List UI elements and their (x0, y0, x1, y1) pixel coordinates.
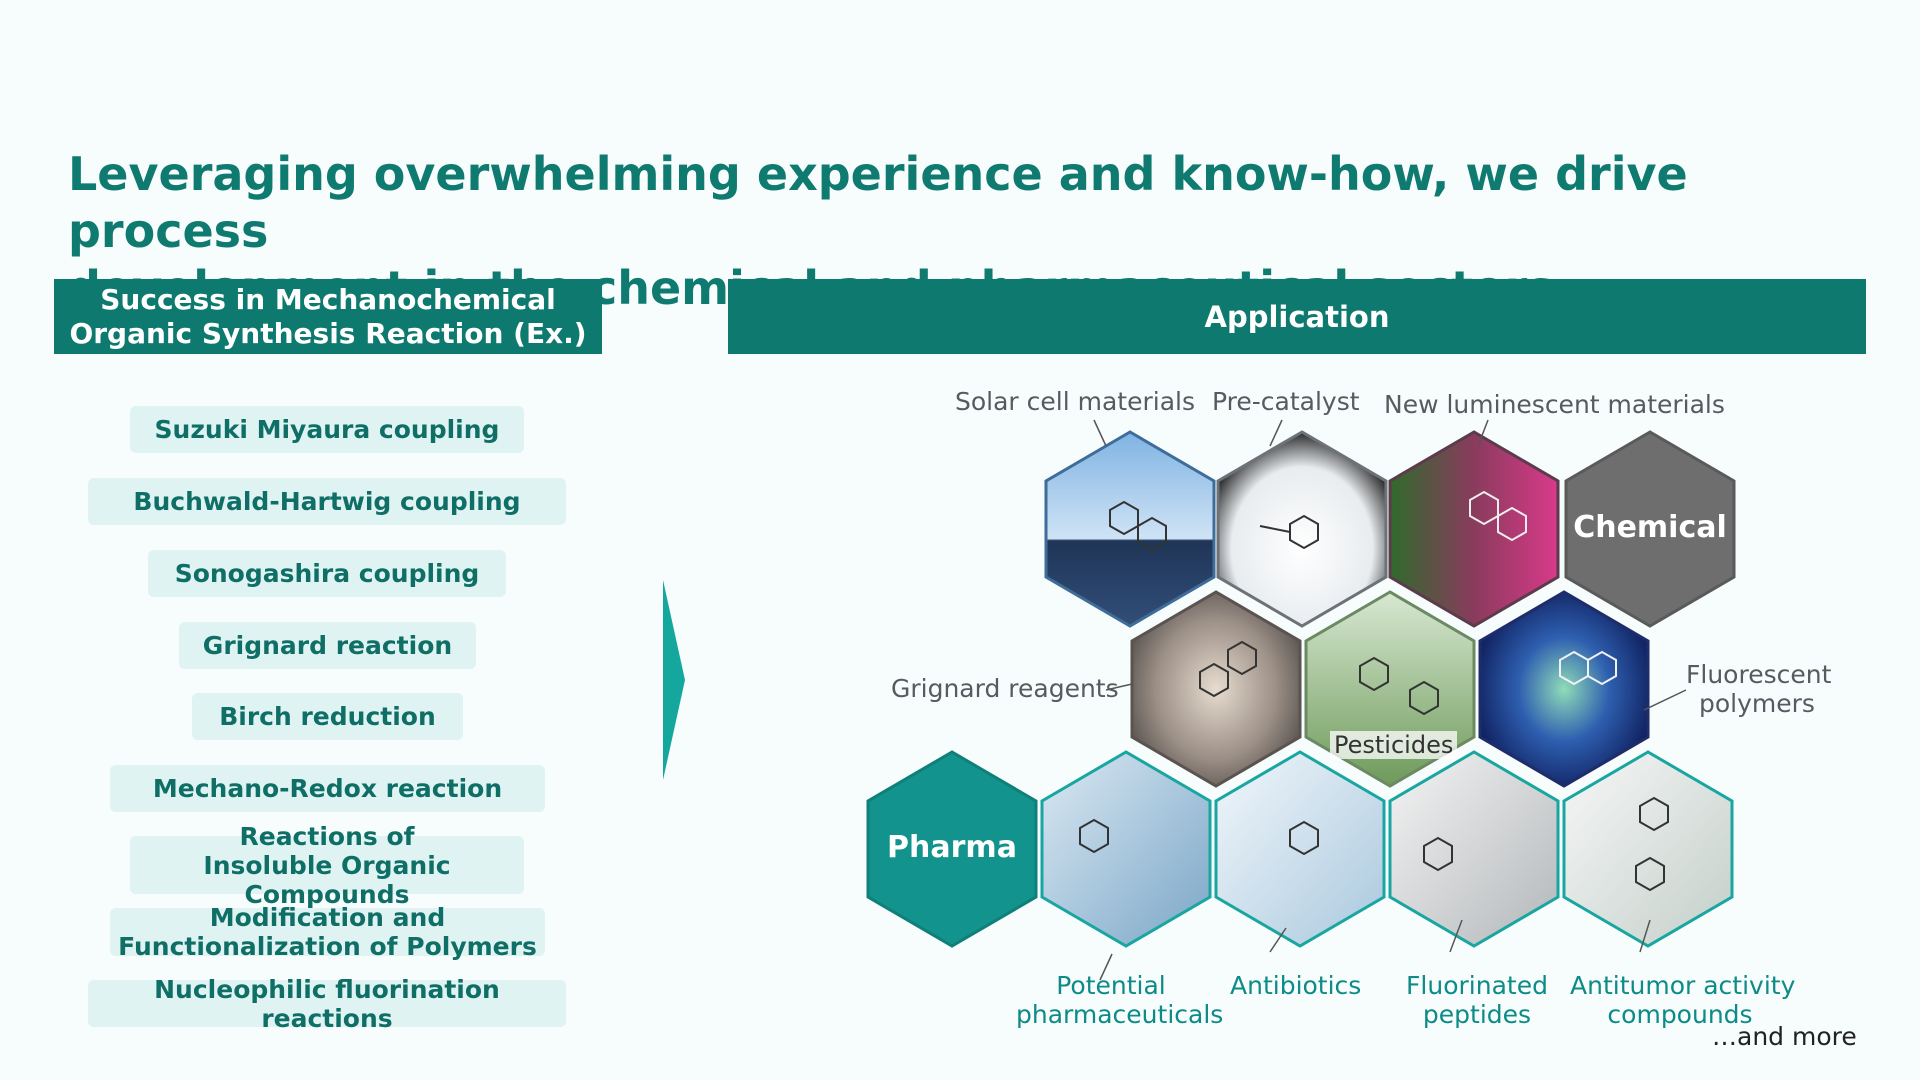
reaction-label-line-2: Insoluble Organic Compounds (203, 850, 451, 909)
headline-line-1: Leveraging overwhelming experience and k… (68, 147, 1688, 258)
label-fluorescent-polymers: Fluorescent polymers (1686, 660, 1832, 718)
pharma-hex-label: Pharma (887, 830, 1017, 865)
label-fluorinated-peptides: Fluorinated peptides (1400, 971, 1554, 1029)
label-grignard-reagents: Grignard reagents (891, 674, 1119, 703)
label-potential-line-2: pharmaceuticals (1016, 1000, 1224, 1029)
reaction-label-line-1: Modification and (209, 903, 446, 932)
label-luminescent: New luminescent materials (1384, 390, 1725, 419)
label-pesticides: Pesticides (1330, 731, 1458, 759)
left-panel-header: Success in Mechanochemical Organic Synth… (54, 279, 602, 354)
label-fluorinated-line-1: Fluorinated (1406, 971, 1548, 1000)
label-precatalyst: Pre-catalyst (1212, 387, 1360, 416)
hex-antibiotics (1214, 750, 1386, 948)
reaction-item-buchwald: Buchwald-Hartwig coupling (88, 478, 566, 525)
label-and-more: …and more (1712, 1022, 1857, 1051)
hex-grignard (1130, 590, 1302, 788)
reaction-item-insoluble: Reactions of Insoluble Organic Compounds (130, 822, 524, 909)
leader-lines (1093, 419, 1687, 981)
label-antitumor-compounds: Antitumor activity compounds (1570, 971, 1795, 1029)
hex-potential-pharma (1040, 750, 1212, 948)
label-fluorescent-line-2: polymers (1699, 689, 1815, 718)
reaction-item-fluorination: Nucleophilic fluorination reactions (88, 975, 566, 1033)
reaction-item-birch: Birch reduction (192, 693, 463, 740)
reaction-item-suzuki: Suzuki Miyaura coupling (130, 406, 524, 453)
reaction-label: Grignard reaction (202, 631, 453, 660)
application-title: Application (1204, 299, 1390, 334)
hex-pharma (866, 750, 1038, 948)
reaction-label: Birch reduction (219, 702, 436, 731)
reaction-label: Sonogashira coupling (174, 559, 480, 588)
hex-precatalyst (1216, 430, 1388, 628)
hex-solar-cell (1044, 430, 1216, 628)
hex-chemical (1564, 430, 1736, 628)
reaction-label: Buchwald-Hartwig coupling (133, 487, 521, 516)
molecule-sketches (1079, 490, 1669, 892)
left-panel-title-line-1: Success in Mechanochemical (100, 282, 556, 316)
hex-fluorinated-peptides (1388, 750, 1560, 948)
reaction-item-mechano-redox: Mechano-Redox reaction (110, 765, 545, 812)
label-fluorinated-line-2: peptides (1422, 1000, 1532, 1029)
label-antitumor-line-1: Antitumor activity (1570, 971, 1796, 1000)
reaction-item-grignard: Grignard reaction (179, 622, 476, 669)
hex-antitumor (1562, 750, 1734, 948)
label-potential-pharmaceuticals: Potential pharmaceuticals (1016, 971, 1223, 1029)
label-potential-line-1: Potential (1056, 971, 1166, 1000)
right-panel-header: Application (728, 279, 1866, 354)
chemical-hex-label: Chemical (1573, 510, 1727, 545)
hex-fluorescent (1478, 590, 1650, 788)
hex-luminescent (1388, 430, 1560, 628)
label-antibiotics: Antibiotics (1230, 971, 1362, 1000)
reaction-label: Suzuki Miyaura coupling (154, 415, 500, 444)
chevron-right-icon (663, 580, 685, 780)
label-solar-cell: Solar cell materials (955, 387, 1195, 416)
reaction-label-line-2: Functionalization of Polymers (118, 932, 537, 961)
reaction-item-polymers: Modification and Functionalization of Po… (110, 903, 545, 961)
reaction-item-sonogashira: Sonogashira coupling (148, 550, 506, 597)
reaction-label: Nucleophilic fluorination reactions (154, 974, 500, 1033)
reaction-label: Mechano-Redox reaction (152, 774, 503, 803)
reaction-label-line-1: Reactions of (239, 821, 415, 851)
label-fluorescent-line-1: Fluorescent (1686, 660, 1832, 689)
left-panel-title-line-2: Organic Synthesis Reaction (Ex.) (69, 316, 587, 350)
label-antitumor-line-2: compounds (1607, 1000, 1753, 1029)
